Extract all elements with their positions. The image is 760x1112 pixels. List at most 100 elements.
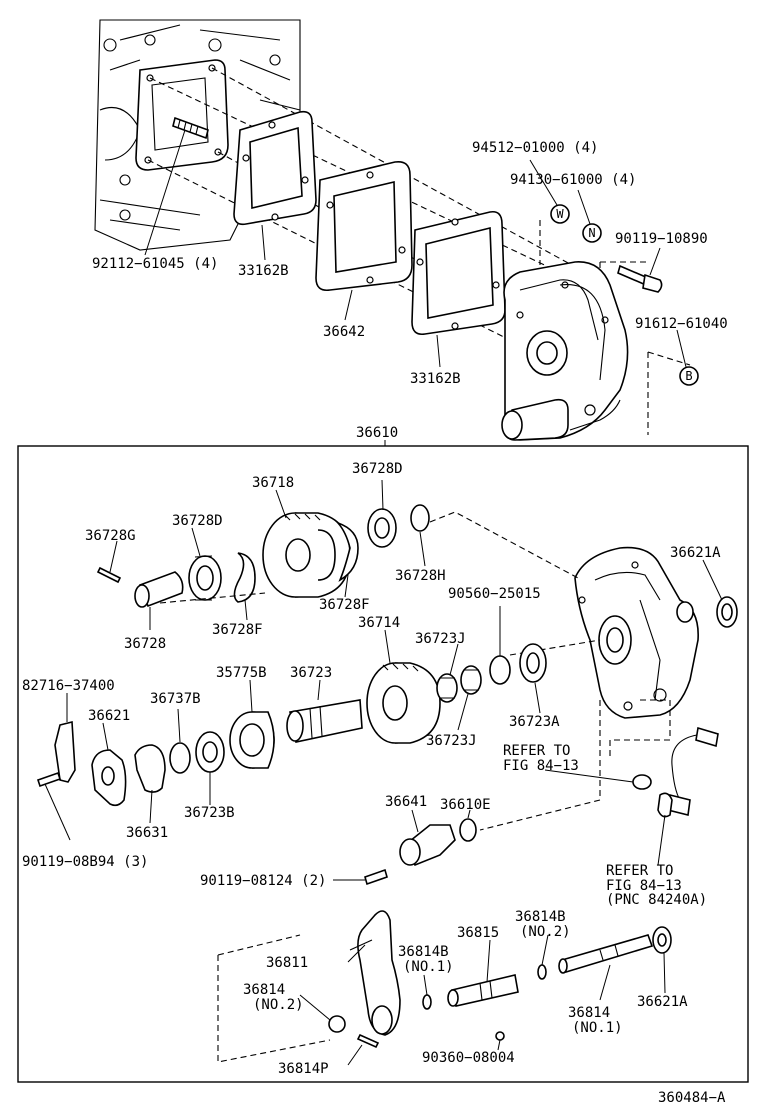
needle-bearing-36723j-2	[460, 665, 482, 695]
symbol-w-text: W	[556, 207, 564, 221]
label-90360: 90360−08004	[422, 1050, 515, 1066]
label-90119-08b94: 90119−08B94 (3)	[22, 854, 148, 870]
symbol-n-text: N	[588, 226, 595, 240]
label-36610e: 36610E	[440, 797, 491, 813]
label-refer-1a: REFER TO	[503, 743, 570, 759]
label-refer-2b: FIG 84−13	[606, 878, 682, 894]
shaft-36814-no2	[328, 1015, 346, 1033]
washer-36610e	[459, 818, 477, 842]
label-33162b-1: 33162B	[238, 263, 289, 279]
ball-90360	[495, 1031, 505, 1041]
label-35775b: 35775B	[216, 665, 267, 681]
cover-36631	[134, 744, 166, 793]
label-36621: 36621	[88, 708, 130, 724]
label-36728: 36728	[124, 636, 166, 652]
label-36814p: 36814P	[278, 1061, 329, 1077]
shaft-36814-no1	[558, 934, 654, 974]
sleeve-35775b	[229, 711, 275, 769]
figure-id: 360484−A	[658, 1090, 726, 1106]
symbol-b-text: B	[685, 369, 692, 383]
gasket-33162b-2	[411, 210, 506, 336]
adapter-plate-36642	[315, 160, 413, 292]
assembly-box-36610	[17, 445, 749, 1083]
label-36737b: 36737B	[150, 691, 201, 707]
label-36621a-2: 36621A	[637, 994, 688, 1010]
washer-90560	[489, 655, 511, 685]
oil-seal-36621a-2	[652, 926, 672, 954]
bearing-36723b	[195, 731, 225, 773]
gasket-33162b-1	[233, 110, 317, 226]
label-refer-1b: FIG 84−13	[503, 758, 579, 774]
bearing-36723a	[519, 643, 547, 683]
snap-ring-36728f-1	[233, 552, 256, 603]
bolt-90119-08b94	[36, 771, 62, 788]
label-92112: 92112−61045 (4)	[92, 256, 218, 272]
label-36814b-1n: (NO.2)	[520, 924, 571, 940]
bracket-82716	[54, 720, 76, 783]
oil-seal-36621a-1	[716, 596, 738, 628]
transfer-housing-top	[501, 261, 629, 441]
ring-36814b-no2	[537, 964, 547, 980]
bolt-90119-10890	[617, 264, 663, 293]
label-36728f-2: 36728F	[319, 597, 370, 613]
label-36641: 36641	[385, 794, 427, 810]
label-36728d-1: 36728D	[172, 513, 223, 529]
label-36814b-2: 36814B	[398, 944, 449, 960]
label-94512: 94512−01000 (4)	[472, 140, 598, 156]
spacer-36737b	[169, 742, 191, 774]
speed-sensor-assembly	[632, 726, 719, 818]
label-36814b-2n: (NO.1)	[403, 959, 454, 975]
leaders-main	[44, 479, 723, 1066]
label-36728h: 36728H	[395, 568, 446, 584]
shift-fork-36811	[349, 910, 401, 1036]
label-82716: 82716−37400	[22, 678, 115, 694]
snap-ring-36728f-2	[335, 521, 359, 582]
transmission-case	[94, 19, 301, 251]
label-36811: 36811	[266, 955, 308, 971]
label-33162b-2: 33162B	[410, 371, 461, 387]
cover-36621	[91, 749, 127, 807]
bolt-90119-08124	[364, 868, 388, 886]
label-36815: 36815	[457, 925, 499, 941]
label-36814-1: 36814	[243, 982, 285, 998]
label-90119-08124: 90119−08124 (2)	[200, 873, 326, 889]
stud-bolt-92112	[172, 116, 209, 140]
label-36728f-1: 36728F	[212, 622, 263, 638]
label-36814-2n: (NO.1)	[572, 1020, 623, 1036]
pin-36814p	[356, 1033, 380, 1049]
gear-36714	[366, 662, 441, 744]
label-91612: 91612−61040	[635, 316, 728, 332]
label-36642: 36642	[323, 324, 365, 340]
shaft-36815	[447, 974, 519, 1007]
label-36714: 36714	[358, 615, 400, 631]
label-36723j-1: 36723J	[415, 631, 466, 647]
shaft-36723	[286, 699, 363, 743]
label-36723: 36723	[290, 665, 332, 681]
pin-36728g	[96, 566, 122, 584]
label-36610: 36610	[356, 425, 398, 441]
label-36621a-1: 36621A	[670, 545, 721, 561]
needle-bearing-36723j-1	[436, 673, 458, 703]
alignment-lines-middle	[159, 511, 671, 1063]
label-36723b: 36723B	[184, 805, 235, 821]
leaders-top	[144, 129, 687, 368]
label-36728d-2: 36728D	[352, 461, 403, 477]
label-36814-2: 36814	[568, 1005, 610, 1021]
bearing-36728d-2	[367, 508, 397, 548]
label-90560: 90560−25015	[448, 586, 541, 602]
symbol-w: W	[550, 204, 570, 224]
bracket-36641	[399, 824, 456, 867]
transfer-housing-36610	[574, 546, 699, 719]
label-36718: 36718	[252, 475, 294, 491]
label-refer-2a: REFER TO	[606, 863, 673, 879]
label-36631: 36631	[126, 825, 168, 841]
shaft-36728	[134, 571, 184, 608]
label-36723j-2: 36723J	[426, 733, 477, 749]
gear-36718	[262, 512, 351, 598]
label-36723a: 36723A	[509, 714, 560, 730]
symbol-n: N	[582, 223, 602, 243]
bearing-36728d-1	[188, 555, 222, 601]
symbol-b: B	[679, 366, 699, 386]
